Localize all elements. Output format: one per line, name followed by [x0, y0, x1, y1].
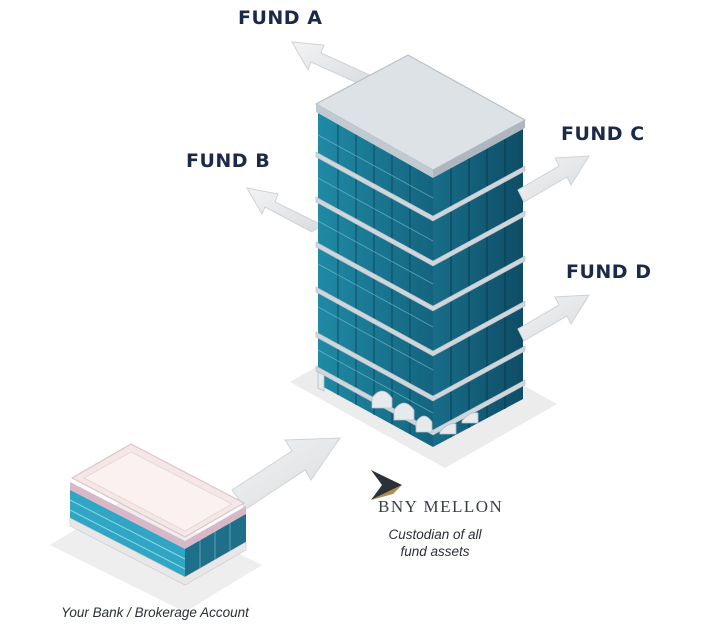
arrow-to-fund-c [517, 155, 590, 203]
bank-caption: Your Bank / Brokerage Account [61, 605, 249, 620]
arrow-to-fund-b [246, 187, 323, 233]
fund-d-label: FUND D [566, 261, 652, 283]
fund-a-label: FUND A [238, 7, 323, 29]
custodian-caption: Custodian of all fund assets [370, 526, 500, 560]
bny-mellon-logo-icon [371, 470, 402, 500]
custodian-caption-line2: fund assets [400, 544, 470, 559]
fund-b-label: FUND B [186, 150, 271, 172]
custodian-caption-line1: Custodian of all [388, 527, 482, 542]
bank-building [69, 443, 247, 586]
custodian-tower [314, 54, 527, 447]
arrow-bank-to-tower [231, 437, 341, 510]
arrow-to-fund-a [291, 41, 375, 87]
arrow-to-fund-d [517, 294, 590, 342]
bny-mellon-brand-name: BNY MELLON [378, 497, 504, 516]
fund-c-label: FUND C [561, 123, 645, 145]
